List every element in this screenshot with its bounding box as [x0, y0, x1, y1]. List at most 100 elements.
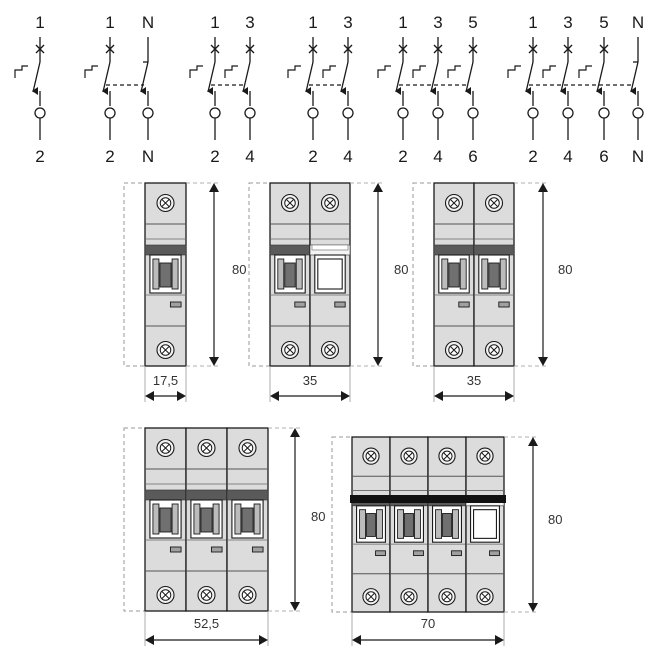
status-indicator [294, 301, 306, 308]
dimension-arrowhead [145, 391, 154, 401]
toggle-lever [200, 507, 213, 533]
screw-slot [481, 452, 489, 460]
toggle-lever [366, 513, 376, 537]
terminal-circle [632, 107, 644, 119]
toggle-band [433, 244, 475, 256]
screw-slot [443, 593, 451, 601]
screw-slot [367, 452, 375, 460]
terminal-circle [34, 107, 46, 119]
width-dimension-label: 70 [421, 616, 435, 631]
screw-slot [286, 346, 294, 354]
width-dimension-label: 35 [303, 373, 317, 388]
breaker-module [351, 436, 391, 613]
thermal-trip-symbol [412, 65, 426, 78]
toggle-band [144, 244, 187, 256]
terminal-circle [562, 107, 574, 119]
toggle-lever-side [499, 258, 507, 290]
trip-arrow [305, 87, 311, 95]
terminal-label-top: 3 [563, 13, 572, 32]
contact-cross [398, 44, 408, 54]
toggle-lever [473, 509, 497, 539]
trip-arrow [630, 87, 636, 95]
dimension-arrowhead [352, 635, 361, 645]
screw-slot [326, 199, 334, 207]
toggle-lever-side [152, 258, 160, 290]
thermal-trip-symbol [84, 65, 98, 78]
terminal-label-bottom: 6 [468, 147, 477, 166]
screw-slot [405, 452, 413, 460]
toggle-lever [317, 258, 343, 290]
breaker-module [185, 427, 228, 612]
contact-cross [563, 44, 573, 54]
toggle-lever-side [451, 509, 459, 539]
terminal-label-bottom: 4 [245, 147, 254, 166]
terminal-label-top: 3 [433, 13, 442, 32]
dimension-arrowhead [538, 183, 548, 192]
breaker-module [226, 427, 269, 612]
screw-slot [450, 199, 458, 207]
trip-arrow [525, 87, 531, 95]
terminal-circle [142, 107, 154, 119]
screw-slot [490, 346, 498, 354]
terminal-circle [342, 107, 354, 119]
screw-slot [161, 444, 170, 452]
contact-cross [599, 44, 609, 54]
toggle-lever [448, 262, 460, 288]
terminal-label-top: 1 [528, 13, 537, 32]
trip-arrow [596, 87, 602, 95]
dimension-arrowhead [290, 602, 300, 611]
toggle-lever-side [441, 258, 449, 290]
terminal-label-bottom: N [632, 147, 644, 166]
terminal-label-bottom: 4 [343, 147, 352, 166]
status-indicator [413, 550, 424, 557]
terminal-label-bottom: 6 [599, 147, 608, 166]
toggle-lever-side [212, 503, 220, 535]
toggle-lever-side [171, 258, 179, 290]
switch-blade [430, 61, 439, 93]
toggle-lever [284, 262, 296, 288]
thermal-trip-symbol [377, 65, 391, 78]
width-dimension-label: 52,5 [194, 616, 219, 631]
screw-slot [161, 199, 170, 207]
switch-blade [525, 61, 534, 93]
status-indicator [334, 301, 346, 308]
thermal-trip-symbol [507, 65, 521, 78]
status-indicator [489, 550, 500, 557]
width-dimension-label: 17,5 [153, 373, 178, 388]
terminal-label-bottom: 4 [433, 147, 442, 166]
breaker-module [427, 436, 467, 613]
breaker-module [473, 182, 515, 367]
screw-slot [481, 593, 489, 601]
breaker-drawing: 80 52,5 [123, 427, 325, 646]
dimension-arrowhead [209, 183, 219, 192]
contact-cross [105, 44, 115, 54]
thermal-trip-symbol [447, 65, 461, 78]
breaker-module [144, 182, 187, 367]
switch-blade [102, 61, 111, 93]
status-indicator [251, 546, 264, 553]
dimension-arrowhead [341, 391, 350, 401]
trip-arrow [242, 87, 248, 95]
trip-arrow [340, 87, 346, 95]
height-dimension-label: 80 [311, 509, 325, 524]
switch-blade [305, 61, 314, 93]
toggle-lever-side [359, 509, 367, 539]
trip-arrow [395, 87, 401, 95]
trip-arrow [465, 87, 471, 95]
trip-arrow [32, 87, 38, 95]
screw-slot [161, 591, 170, 599]
dimension-arrowhead [270, 391, 279, 401]
status-indicator [458, 301, 470, 308]
dimension-arrowhead [538, 357, 548, 366]
screw-slot [443, 452, 451, 460]
contact-cross [343, 44, 353, 54]
thermal-trip-symbol [287, 65, 301, 78]
breaker-module [465, 436, 505, 613]
toggle-lever [241, 507, 254, 533]
